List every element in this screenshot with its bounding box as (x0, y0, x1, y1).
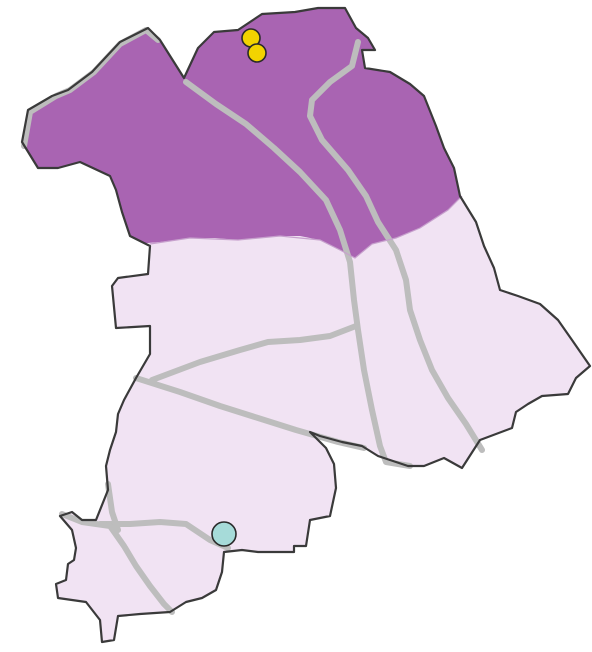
road-crosstown (149, 323, 359, 383)
markers (211, 28, 267, 547)
yellow-marker[interactable] (247, 43, 267, 63)
region-boundary (149, 195, 463, 259)
road-south-connector (97, 519, 231, 551)
teal-marker[interactable] (211, 521, 237, 547)
road-south-diagonal (59, 511, 175, 615)
road-central-diagonal (183, 79, 413, 469)
upper-region (22, 8, 590, 258)
road-network (21, 27, 485, 615)
road-south-vertical (105, 481, 121, 533)
road-east-diagonal (307, 39, 485, 453)
county-outline (20, 6, 592, 644)
